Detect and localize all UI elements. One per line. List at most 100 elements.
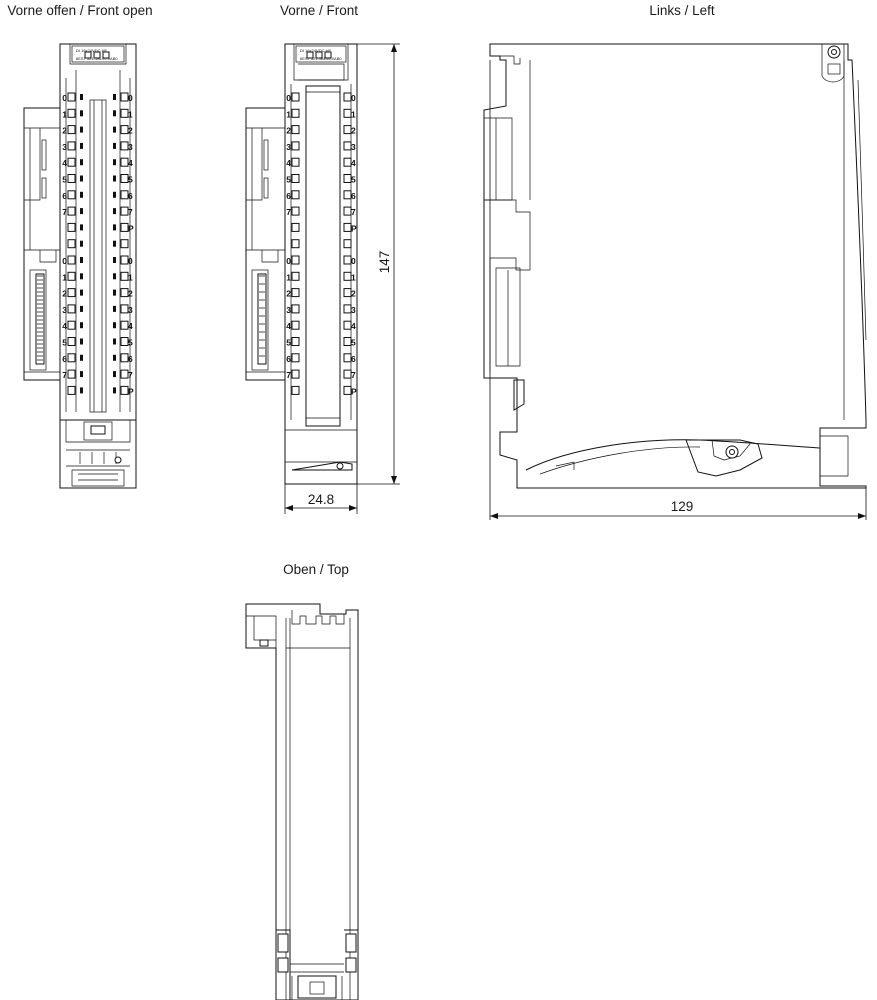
terminal-left (291, 206, 300, 216)
terminal-left (67, 320, 76, 330)
terminal-label-left: 4 (62, 158, 67, 168)
terminal-right (120, 255, 129, 265)
terminal-label-left: 7 (62, 207, 67, 217)
terminal-label-left: 6 (62, 354, 67, 364)
terminal-label-right: 2 (128, 126, 133, 136)
contact-left (80, 208, 83, 215)
terminal-left (291, 190, 300, 200)
terminal-label-right: 4 (351, 158, 356, 168)
terminal-label-left: 2 (62, 289, 67, 299)
terminal-label-left: 5 (286, 175, 291, 185)
terminal-label-right: 2 (351, 126, 356, 136)
terminal-label-right: 3 (128, 305, 133, 315)
terminal-right (120, 239, 129, 249)
terminal-right (120, 92, 129, 102)
terminal-label-left: 6 (286, 191, 291, 201)
terminal-label-right: 1 (128, 109, 133, 119)
terminal-right (120, 108, 129, 118)
top-screw (821, 44, 845, 83)
terminal-left (291, 271, 300, 281)
terminal-label-right: 2 (351, 289, 356, 299)
terminal-label-right: 5 (128, 175, 133, 185)
contact-left (80, 371, 83, 378)
contact-right (113, 305, 116, 312)
front-title: Vorne / Front (280, 3, 358, 18)
terminal-label-right: 0 (128, 256, 133, 266)
terminal-left (291, 353, 300, 363)
depth-dimension: 129 (489, 60, 867, 520)
terminal-label-right: 6 (351, 191, 356, 201)
terminal-right (120, 385, 129, 395)
contact-right (113, 94, 116, 100)
terminal-left (291, 222, 300, 232)
terminal-left (67, 125, 76, 135)
terminal-left (291, 125, 300, 135)
terminal-label-left: 4 (62, 321, 67, 331)
contact-left (80, 354, 83, 361)
contact-right (113, 322, 116, 329)
terminal-right (120, 304, 129, 314)
contact-left (80, 175, 83, 182)
terminal-right (343, 337, 352, 346)
terminal-right (343, 385, 352, 395)
terminal-right (343, 239, 352, 249)
terminal-left (291, 108, 300, 118)
top-view (245, 603, 359, 1000)
terminal-label-left: 1 (62, 272, 67, 282)
front-terminal-slots (291, 92, 352, 395)
contact-right (113, 142, 116, 149)
terminal-label-right: P (351, 223, 357, 233)
terminal-right (120, 174, 129, 183)
contact-left (80, 289, 83, 296)
contact-right (113, 208, 116, 215)
terminal-right (120, 369, 129, 379)
terminal-left (67, 222, 76, 232)
terminal-label-left: 6 (62, 191, 67, 201)
terminal-left (291, 141, 300, 151)
depth-dimension-value: 129 (671, 499, 694, 514)
terminal-left (67, 92, 76, 102)
front-latch (685, 439, 763, 477)
terminal-label-left: 7 (286, 370, 291, 380)
contact-left (80, 273, 83, 280)
height-dimension-value: 147 (377, 251, 392, 274)
terminal-label-left: 2 (286, 289, 291, 299)
terminal-label-left: 3 (286, 305, 291, 315)
contact-right (113, 371, 116, 378)
terminal-right (343, 320, 352, 330)
terminal-label-right: 1 (351, 272, 356, 282)
terminal-right (120, 206, 129, 216)
terminal-right (343, 222, 352, 232)
terminal-label-left: 6 (286, 354, 291, 364)
terminal-right (120, 288, 129, 298)
terminal-right (343, 271, 352, 281)
contact-left (80, 159, 83, 166)
terminal-label-left: 3 (62, 305, 67, 315)
contact-right (113, 110, 116, 117)
contact-left (80, 257, 83, 263)
contact-left (80, 126, 83, 133)
terminal-left (67, 141, 76, 151)
terminal-right (343, 206, 352, 216)
terminal-label-right: P (351, 386, 357, 396)
left-title: Links / Left (649, 3, 715, 18)
terminal-left (291, 255, 300, 265)
contact-right (113, 289, 116, 296)
terminal-label-right: 1 (351, 109, 356, 119)
contact-left (80, 322, 83, 329)
bottom-latch (59, 419, 137, 489)
contact-left (80, 240, 83, 247)
terminal-left (67, 190, 76, 200)
front-view: DI 16x24VDC HF 6ES7 521-1BL00-0AB0 00112… (245, 43, 400, 514)
terminal-left (291, 337, 300, 346)
terminal-right (120, 320, 129, 330)
contact-right (113, 126, 116, 133)
contact-right (113, 354, 116, 361)
terminal-label-right: 1 (128, 272, 133, 282)
terminal-label-right: 4 (351, 321, 356, 331)
terminal-label-right: P (128, 386, 134, 396)
terminal-left (67, 304, 76, 314)
terminal-label-left: 0 (62, 256, 67, 266)
terminal-left (67, 157, 76, 167)
terminal-left (67, 174, 76, 183)
